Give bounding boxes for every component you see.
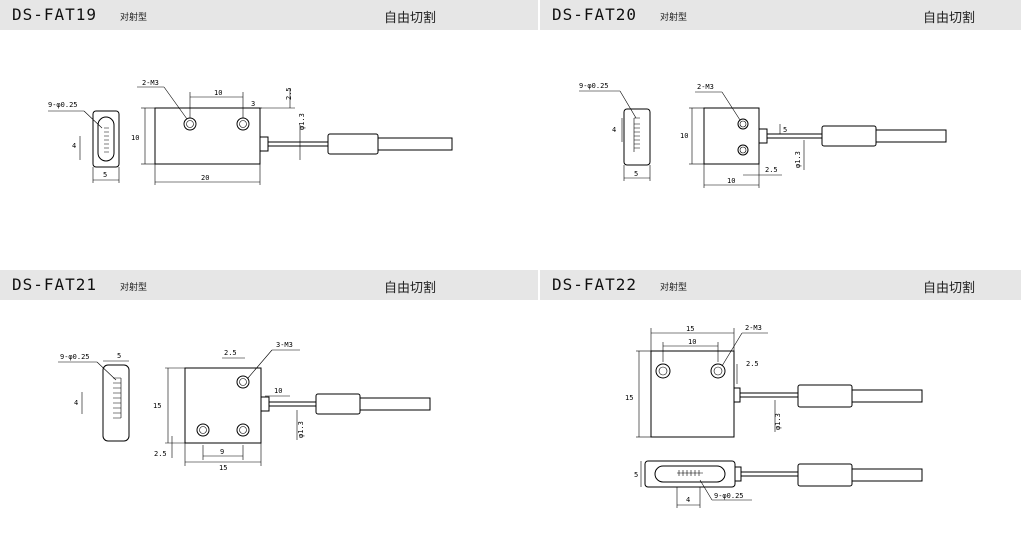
type-label: 对射型 xyxy=(660,13,688,23)
side-view-body xyxy=(644,460,736,488)
model-title: DS-FAT19 xyxy=(12,5,98,24)
mount-hole xyxy=(710,363,726,379)
holes-label: 2-M3 xyxy=(697,83,714,91)
dim-9: 9 xyxy=(220,448,224,456)
fiber-slot xyxy=(97,116,115,162)
dim-phi: φ1.3 xyxy=(298,113,306,130)
cable-sleeve xyxy=(327,133,379,155)
cut-tag: 自由切割 xyxy=(384,11,437,26)
dim-4: 4 xyxy=(72,142,76,150)
dim-2-5: 2.5 xyxy=(765,166,778,174)
dim-20: 20 xyxy=(201,174,209,182)
fiber-cable xyxy=(359,397,431,411)
mount-hole xyxy=(196,423,210,437)
fiber-cable xyxy=(851,468,923,482)
cable-collar xyxy=(733,387,741,403)
header-bar-fat22: DS-FAT22 对射型 自由切割 xyxy=(540,270,1021,300)
dim-10: 10 xyxy=(274,387,282,395)
fiber-cable xyxy=(851,389,923,403)
mount-hole xyxy=(236,117,250,131)
mount-hole xyxy=(236,375,250,389)
dim-5-right: 5 xyxy=(783,126,787,134)
dim-5: 5 xyxy=(634,471,638,479)
dim-4: 4 xyxy=(686,496,690,504)
mount-hole xyxy=(183,117,197,131)
dim-2-5-bottom: 2.5 xyxy=(154,450,167,458)
dim-5: 5 xyxy=(634,170,638,178)
cable-collar xyxy=(260,396,270,412)
fiber-count-label: 9-φ0.25 xyxy=(714,492,744,500)
dim-10-top: 10 xyxy=(214,89,222,97)
mount-hole xyxy=(737,144,749,156)
mount-hole xyxy=(737,118,749,130)
holes-label: 2-M3 xyxy=(745,324,762,332)
cut-tag: 自由切割 xyxy=(923,281,976,296)
cable-sleeve xyxy=(797,384,853,408)
dim-4: 4 xyxy=(74,399,78,407)
fiber-count-label: 9-φ0.25 xyxy=(579,82,609,90)
end-view-body xyxy=(102,364,130,442)
model-title: DS-FAT20 xyxy=(552,5,638,24)
dim-phi: φ1.3 xyxy=(794,151,802,168)
dim-2-5: 2.5 xyxy=(746,360,759,368)
header-bar-fat21: DS-FAT21 对射型 自由切割 xyxy=(0,270,538,300)
dim-15-bottom: 15 xyxy=(219,464,227,472)
dim-5: 5 xyxy=(103,171,107,179)
drawing-fat20: 9-φ0.25 4 5 2-M3 10 10 2.5 5 φ1.3 xyxy=(579,82,947,188)
sensor-body xyxy=(703,107,760,165)
fiber-marks xyxy=(104,127,109,153)
dim-phi: φ1.3 xyxy=(774,413,782,430)
dim-10-side: 10 xyxy=(680,132,688,140)
end-view-body xyxy=(623,108,651,166)
fiber-slot xyxy=(654,465,726,483)
dim-phi: φ1.3 xyxy=(297,421,305,438)
cut-tag: 自由切割 xyxy=(923,11,976,26)
header-bar-fat19: DS-FAT19 对射型 自由切割 xyxy=(0,0,538,30)
dim-10-top: 10 xyxy=(688,338,696,346)
fiber-count-label: 9-φ0.25 xyxy=(48,101,78,109)
fiber-count-label: 9-φ0.25 xyxy=(60,353,90,361)
dim-15-top: 15 xyxy=(686,325,694,333)
dim-5: 5 xyxy=(117,352,121,360)
holes-label: 2-M3 xyxy=(142,79,159,87)
cable-collar xyxy=(734,466,742,482)
dim-2-5: 2.5 xyxy=(285,87,293,100)
dim-4: 4 xyxy=(612,126,616,134)
fiber-marks xyxy=(633,117,640,152)
fiber-marks xyxy=(677,470,703,476)
model-title: DS-FAT21 xyxy=(12,275,98,294)
sensor-body xyxy=(154,107,261,165)
cable-collar xyxy=(758,128,768,144)
type-label: 对射型 xyxy=(660,283,688,293)
drawing-fat19: 9-φ0.25 4 5 10 20 10 2-M3 3 2.5 xyxy=(48,79,453,185)
mount-hole xyxy=(655,363,671,379)
type-label: 对射型 xyxy=(120,13,148,23)
fiber-cable xyxy=(377,137,453,151)
dim-10-bottom: 10 xyxy=(727,177,735,185)
end-view-body xyxy=(92,110,120,168)
holes-label: 3-M3 xyxy=(276,341,293,349)
sensor-body xyxy=(184,367,262,444)
type-label: 对射型 xyxy=(120,283,148,293)
dim-2-5-top: 2.5 xyxy=(224,349,237,357)
dim-3: 3 xyxy=(251,100,255,108)
mount-hole xyxy=(236,423,250,437)
cable-collar xyxy=(259,136,269,152)
fiber-marks xyxy=(113,377,122,419)
drawing-fat21: 9-φ0.25 5 4 2.5 3-M3 15 2.5 9 15 xyxy=(58,341,431,472)
dim-15-side: 15 xyxy=(153,402,161,410)
cable-sleeve xyxy=(797,463,853,487)
cable-sleeve xyxy=(821,125,877,147)
drawing-fat22: 15 10 2-M3 2.5 15 φ1.3 5 4 xyxy=(625,324,923,508)
dim-10-side: 10 xyxy=(131,134,139,142)
fiber-cable xyxy=(875,129,947,143)
cable-sleeve xyxy=(315,393,361,415)
dim-15-side: 15 xyxy=(625,394,633,402)
header-bar-fat20: DS-FAT20 对射型 自由切割 xyxy=(540,0,1021,30)
cut-tag: 自由切割 xyxy=(384,281,437,296)
model-title: DS-FAT22 xyxy=(552,275,638,294)
